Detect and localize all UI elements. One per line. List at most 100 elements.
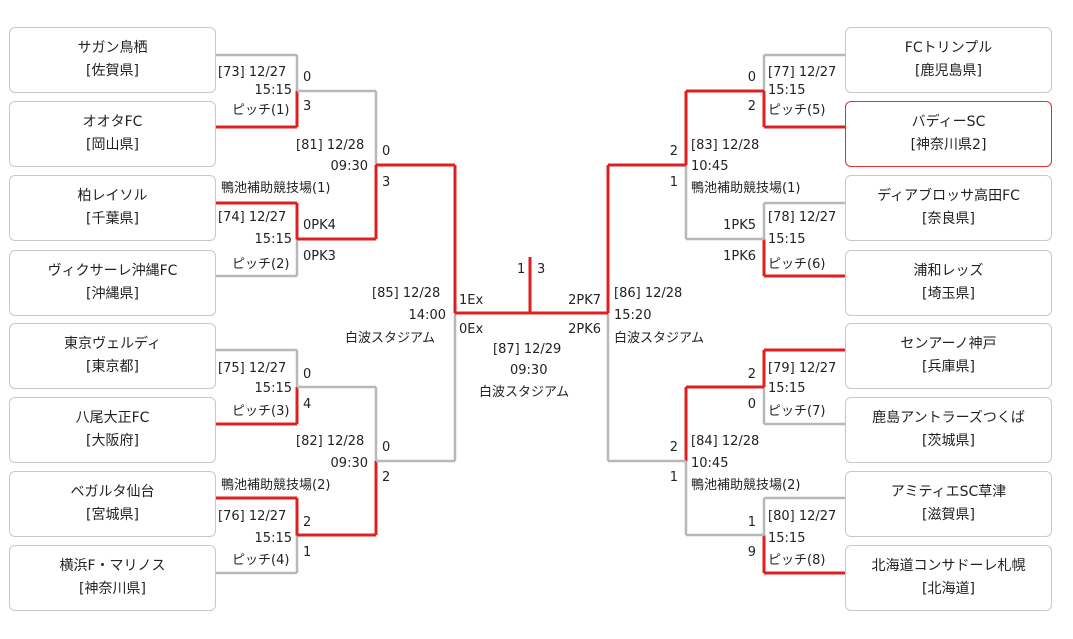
match-number: [86] 12/28 (614, 286, 683, 301)
team-name: 浦和レッズ (913, 263, 984, 279)
match-time: 15:20 (614, 308, 652, 323)
match-venue: ピッチ(6) (768, 257, 826, 272)
score-bottom: 1 (669, 175, 678, 190)
match-number: [85] 12/28 (372, 286, 441, 301)
final-score-right: 3 (537, 262, 546, 277)
match-venue: ピッチ(7) (768, 404, 826, 419)
score-bottom: 1 (303, 545, 312, 560)
match-number: [73] 12/27 (218, 65, 287, 80)
team-name: バディーSC (911, 114, 986, 130)
team-name: オオタFC (82, 114, 143, 130)
match-venue: 白波スタジアム (479, 385, 570, 400)
score-top: 2 (669, 440, 678, 455)
team-box: オオタFC [岡山県] (9, 101, 216, 167)
team-name: 北海道コンサドーレ札幌 (871, 558, 1026, 574)
team-box-highlighted: バディーSC [神奈川県2] (845, 101, 1052, 167)
team-box: ヴィクサーレ沖縄FC[沖縄県] (9, 250, 216, 316)
match-venue: ピッチ(5) (768, 103, 826, 118)
team-box: 八尾大正FC [大阪府] (9, 397, 216, 463)
score-top: 0PK4 (303, 218, 336, 233)
match-venue: 白波スタジアム (614, 331, 705, 346)
match-time: 09:30 (330, 159, 368, 174)
team-box: 横浜F・マリノス[神奈川県] (9, 545, 216, 611)
team-name: 鹿島アントラーズつくば (872, 410, 1025, 426)
match-time: 14:00 (408, 308, 446, 323)
match-time: 10:45 (691, 456, 729, 471)
match-number: [83] 12/28 (691, 138, 760, 153)
match-venue: ピッチ(3) (232, 404, 290, 419)
match-number: [78] 12/27 (768, 210, 837, 225)
score-bottom: 0 (747, 397, 756, 412)
team-name: FCトリンプル (904, 40, 993, 56)
score-bottom: 1PK6 (723, 249, 756, 264)
team-box: アミティエSC草津 [滋賀県] (845, 471, 1052, 537)
score-top: 0 (303, 70, 312, 85)
match-time: 15:15 (768, 531, 806, 546)
team-box: 柏レイソル [千葉県] (9, 175, 216, 241)
score-top: 0 (747, 70, 756, 85)
team-box: 浦和レッズ [埼玉県] (845, 250, 1052, 316)
team-box: 北海道コンサドーレ札幌[北海道] (845, 545, 1052, 611)
score-bottom: 4 (303, 397, 312, 412)
match-venue: 白波スタジアム (345, 331, 436, 346)
match-time: 15:15 (768, 232, 806, 247)
match-number: [87] 12/29 (493, 342, 562, 357)
team-prefecture: [神奈川県] (79, 581, 146, 597)
score-top: 0 (303, 367, 312, 382)
match-number: [84] 12/28 (691, 434, 760, 449)
score-top: 1 (747, 515, 756, 530)
match-time: 09:30 (330, 456, 368, 471)
match-venue: 鴨池補助競技場(1) (221, 181, 331, 196)
score-bottom: 0Ex (459, 322, 484, 337)
score-bottom: 2 (382, 470, 391, 485)
team-prefecture: [奈良県] (922, 211, 975, 227)
score-top: 1Ex (459, 293, 484, 308)
team-name: 柏レイソル (77, 188, 148, 204)
team-prefecture: [鹿児島県] (915, 63, 982, 79)
match-time: 15:15 (768, 83, 806, 98)
match-time: 15:15 (768, 381, 806, 396)
match-venue: 鴨池補助競技場(2) (221, 478, 331, 493)
score-bottom: 9 (747, 545, 756, 560)
final-score-left: 1 (517, 262, 526, 277)
score-top: 2 (303, 515, 312, 530)
team-prefecture: [千葉県] (86, 211, 139, 227)
team-prefecture: [滋賀県] (922, 507, 975, 523)
match-time: 15:15 (254, 531, 292, 546)
team-box: 鹿島アントラーズつくば [茨城県] (845, 397, 1052, 463)
match-time: 15:15 (254, 381, 292, 396)
team-prefecture: [大阪府] (86, 433, 139, 449)
team-name: ディアブロッサ高田FC (877, 188, 1020, 204)
match-time: 10:45 (691, 159, 729, 174)
match-number: [77] 12/27 (768, 65, 837, 80)
match-venue: ピッチ(8) (768, 553, 826, 568)
score-bottom: 3 (382, 175, 391, 190)
score-bottom: 2PK6 (568, 322, 601, 337)
team-prefecture: [茨城県] (922, 433, 975, 449)
team-name: アミティエSC草津 (890, 484, 1007, 500)
match-number: [74] 12/27 (218, 210, 287, 225)
score-bottom: 0PK3 (303, 249, 336, 264)
score-bottom: 3 (303, 99, 312, 114)
match-venue: 鴨池補助競技場(2) (691, 478, 801, 493)
score-bottom: 1 (669, 470, 678, 485)
team-prefecture: [神奈川県2] (910, 137, 987, 153)
match-number: [76] 12/27 (218, 509, 287, 524)
score-top: 2 (669, 144, 678, 159)
team-prefecture: [埼玉県] (922, 286, 975, 302)
team-name: ベガルタ仙台 (70, 484, 155, 500)
team-name: 八尾大正FC (75, 410, 150, 426)
team-box: ディアブロッサ高田FC [奈良県] (845, 175, 1052, 241)
score-top: 0 (382, 440, 391, 455)
match-number: [80] 12/27 (768, 509, 837, 524)
score-top: 1PK5 (723, 218, 756, 233)
match-venue: 鴨池補助競技場(1) (691, 181, 801, 196)
score-top: 2PK7 (568, 293, 601, 308)
match-time: 09:30 (510, 363, 548, 378)
team-name: 東京ヴェルディ (63, 336, 162, 352)
team-box: サガン鳥栖[佐賀県] (9, 27, 216, 93)
team-box: ベガルタ仙台[宮城県] (9, 471, 216, 537)
team-prefecture: [岡山県] (86, 137, 139, 153)
team-box: センアーノ神戸[兵庫県] (845, 323, 1052, 389)
